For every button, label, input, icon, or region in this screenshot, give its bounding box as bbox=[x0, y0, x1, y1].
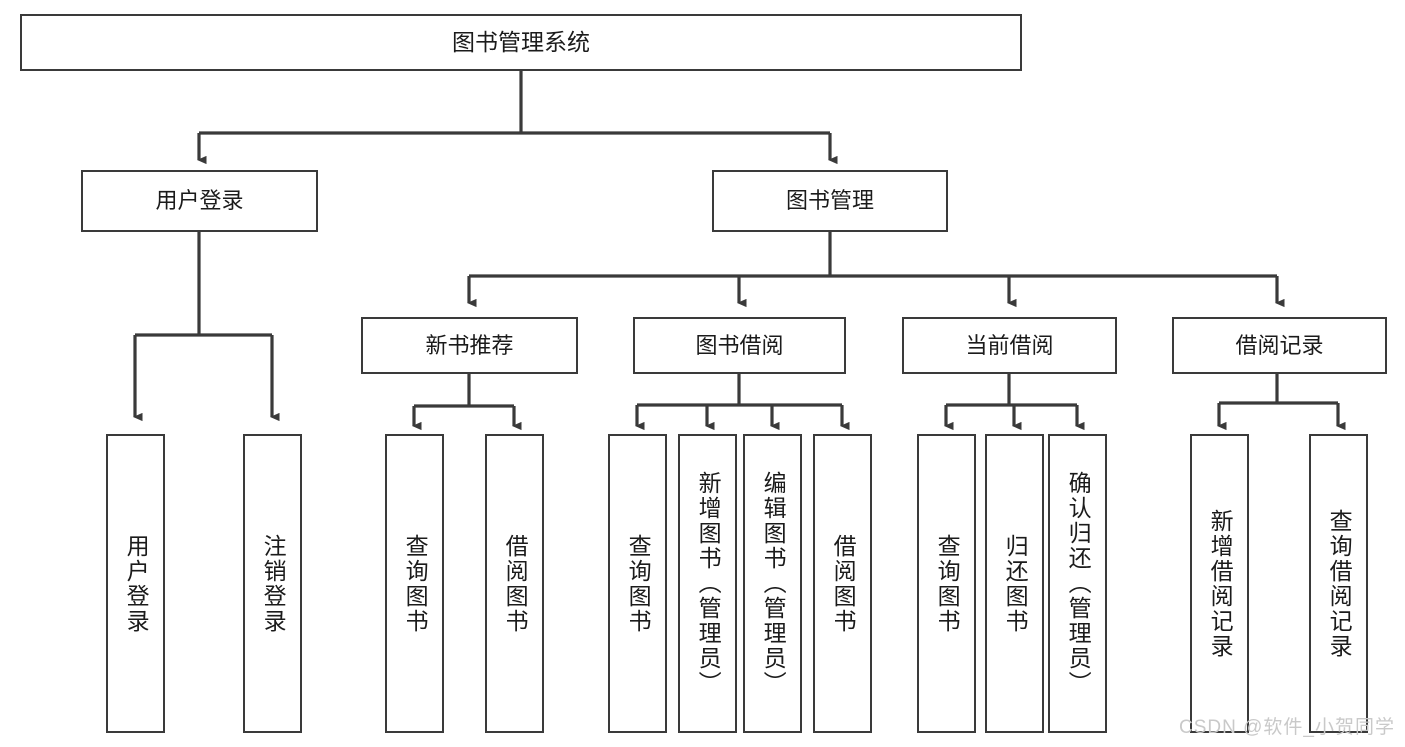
node-borrow-record-label: 借阅记录 bbox=[1235, 332, 1324, 358]
leaf-query-book-2[interactable]: 查询图书 bbox=[608, 434, 667, 733]
leaf-return-book[interactable]: 归还图书 bbox=[985, 434, 1044, 733]
leaf-borrow-book-2[interactable]: 借阅图书 bbox=[813, 434, 872, 733]
node-user-login[interactable]: 用户登录 bbox=[81, 170, 318, 232]
leaf-borrow-book-1[interactable]: 借阅图书 bbox=[485, 434, 544, 733]
leaf-borrow-book-2-label: 借阅图书 bbox=[830, 533, 857, 634]
node-book-borrow[interactable]: 图书借阅 bbox=[633, 317, 846, 374]
leaf-return-book-label: 归还图书 bbox=[1002, 533, 1029, 634]
node-book-manage[interactable]: 图书管理 bbox=[712, 170, 948, 232]
node-new-book-recommend-label: 新书推荐 bbox=[425, 332, 514, 358]
leaf-add-record[interactable]: 新增借阅记录 bbox=[1190, 434, 1249, 733]
node-book-borrow-label: 图书借阅 bbox=[695, 332, 784, 358]
leaf-edit-book-label: 编辑图书（管理员） bbox=[760, 471, 787, 696]
watermark: CSDN @软件_小贺同学 bbox=[1179, 717, 1395, 738]
node-current-borrow[interactable]: 当前借阅 bbox=[902, 317, 1117, 374]
leaf-confirm-return[interactable]: 确认归还（管理员） bbox=[1048, 434, 1107, 733]
leaf-user-login[interactable]: 用户登录 bbox=[106, 434, 165, 733]
leaf-query-book-2-label: 查询图书 bbox=[625, 533, 652, 634]
node-borrow-record[interactable]: 借阅记录 bbox=[1172, 317, 1387, 374]
leaf-query-book-3-label: 查询图书 bbox=[934, 533, 961, 634]
leaf-add-record-label: 新增借阅记录 bbox=[1207, 508, 1234, 659]
leaf-query-book-1[interactable]: 查询图书 bbox=[385, 434, 444, 733]
node-root-label: 图书管理系统 bbox=[452, 28, 590, 55]
leaf-query-record[interactable]: 查询借阅记录 bbox=[1309, 434, 1368, 733]
leaf-query-book-1-label: 查询图书 bbox=[402, 533, 429, 634]
leaf-edit-book[interactable]: 编辑图书（管理员） bbox=[743, 434, 802, 733]
node-current-borrow-label: 当前借阅 bbox=[965, 332, 1054, 358]
leaf-query-book-3[interactable]: 查询图书 bbox=[917, 434, 976, 733]
leaf-logout[interactable]: 注销登录 bbox=[243, 434, 302, 733]
leaf-add-book-label: 新增图书（管理员） bbox=[695, 471, 722, 696]
leaf-borrow-book-1-label: 借阅图书 bbox=[502, 533, 529, 634]
leaf-confirm-return-label: 确认归还（管理员） bbox=[1065, 471, 1092, 696]
node-user-login-label: 用户登录 bbox=[155, 188, 244, 214]
leaf-user-login-label: 用户登录 bbox=[123, 533, 150, 634]
node-book-manage-label: 图书管理 bbox=[785, 188, 874, 214]
leaf-query-record-label: 查询借阅记录 bbox=[1326, 508, 1353, 659]
node-new-book-recommend[interactable]: 新书推荐 bbox=[361, 317, 578, 374]
leaf-add-book[interactable]: 新增图书（管理员） bbox=[678, 434, 737, 733]
leaf-logout-label: 注销登录 bbox=[260, 533, 287, 634]
node-root[interactable]: 图书管理系统 bbox=[20, 14, 1022, 71]
